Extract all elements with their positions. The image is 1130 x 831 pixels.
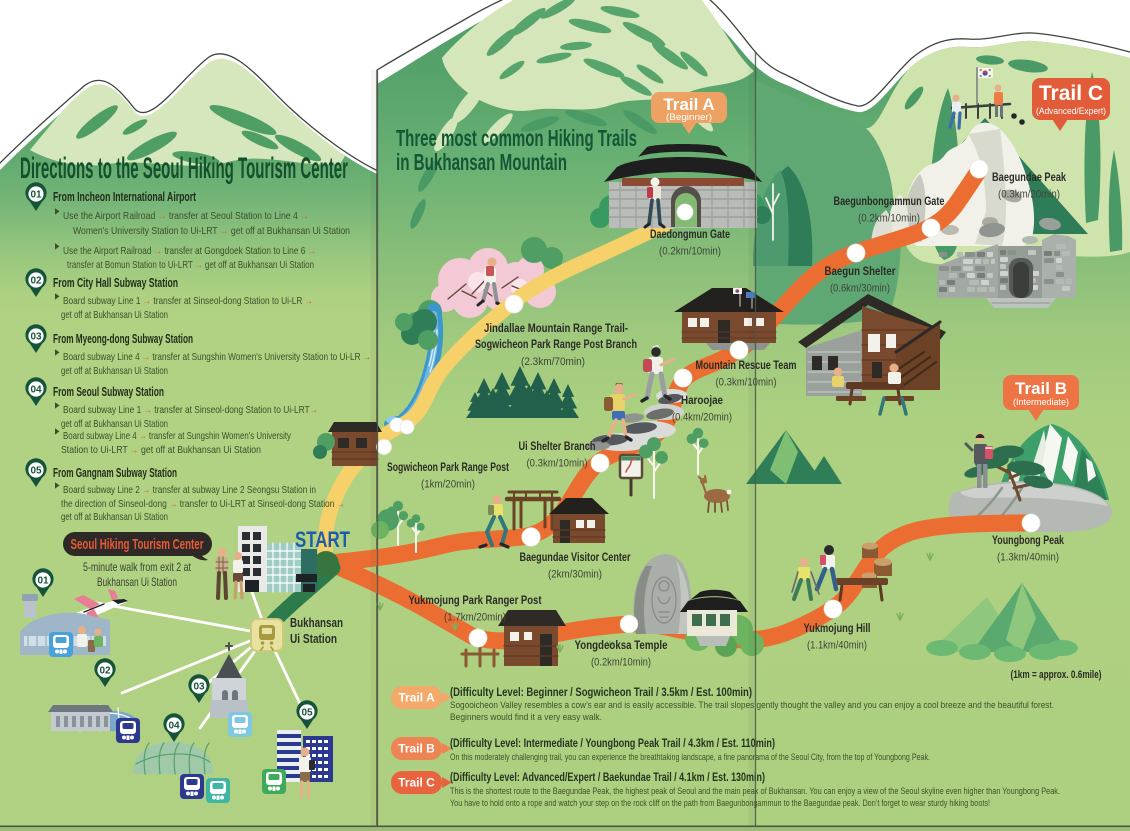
svg-text:in Bukhansan Mountain: in Bukhansan Mountain bbox=[396, 149, 567, 175]
svg-text:05: 05 bbox=[301, 708, 313, 719]
svg-text:(0.2km/10min): (0.2km/10min) bbox=[591, 657, 651, 669]
svg-text:From Seoul Subway Station: From Seoul Subway Station bbox=[53, 384, 164, 399]
svg-text:Bukhansan Ui Station: Bukhansan Ui Station bbox=[97, 575, 177, 589]
svg-text:01: 01 bbox=[37, 576, 49, 587]
svg-text:Haroojae: Haroojae bbox=[681, 393, 723, 407]
svg-text:(1km/20min): (1km/20min) bbox=[421, 479, 475, 491]
svg-text:transfer at Bomun Station to U: transfer at Bomun Station to Ui-LRT → ge… bbox=[67, 260, 314, 271]
svg-text:(0.3km/10min): (0.3km/10min) bbox=[716, 377, 777, 389]
svg-text:Baegunbongammun Gate: Baegunbongammun Gate bbox=[834, 194, 945, 208]
svg-text:(Intermediate): (Intermediate) bbox=[1013, 397, 1069, 407]
svg-text:Trail B: Trail B bbox=[398, 742, 435, 756]
svg-text:(2km/30min): (2km/30min) bbox=[548, 569, 602, 581]
svg-text:(Difficulty Level: Beginner /: (Difficulty Level: Beginner / Sogwicheon… bbox=[450, 685, 752, 699]
svg-text:Women's University Station to: Women's University Station to Ui-LRT → g… bbox=[73, 226, 350, 237]
svg-text:04: 04 bbox=[30, 385, 42, 396]
svg-text:Yukmojung Hill: Yukmojung Hill bbox=[804, 621, 871, 635]
svg-text:02: 02 bbox=[99, 666, 111, 677]
svg-text:(0.6km/30min): (0.6km/30min) bbox=[830, 283, 890, 295]
svg-text:(Beginner): (Beginner) bbox=[666, 112, 712, 122]
svg-text:5-minute walk from exit 2 at: 5-minute walk from exit 2 at bbox=[83, 560, 191, 574]
svg-text:From Myeong-dong Subway Statio: From Myeong-dong Subway Station bbox=[53, 331, 193, 346]
svg-text:Beginners would find it a very: Beginners would find it a very easy walk… bbox=[450, 712, 602, 723]
svg-text:(0.3km/20min): (0.3km/20min) bbox=[998, 189, 1060, 201]
svg-text:Trail B: Trail B bbox=[1015, 379, 1067, 398]
svg-text:Board subway Line 1 → transfer: Board subway Line 1 → transfer at Sinseo… bbox=[63, 296, 313, 307]
svg-text:From Gangnam Subway Station: From Gangnam Subway Station bbox=[53, 465, 177, 480]
svg-text:Use the Airport Railroad → tra: Use the Airport Railroad → transfer at G… bbox=[63, 246, 316, 257]
svg-text:Bukhansan: Bukhansan bbox=[290, 615, 343, 630]
svg-text:On this moderately challenging: On this moderately challenging trail, yo… bbox=[450, 752, 930, 763]
svg-text:05: 05 bbox=[30, 466, 42, 477]
svg-text:Sogwicheon Park Range Post Bra: Sogwicheon Park Range Post Branch bbox=[475, 339, 637, 351]
svg-text:Trail A: Trail A bbox=[663, 95, 714, 114]
svg-text:(Advanced/Expert): (Advanced/Expert) bbox=[1036, 106, 1106, 116]
svg-text:Board subway Line 2 → transfer: Board subway Line 2 → transfer at subway… bbox=[63, 485, 316, 496]
svg-text:Ui Station: Ui Station bbox=[290, 631, 337, 646]
svg-text:Mountain Rescue Team: Mountain Rescue Team bbox=[696, 358, 797, 372]
svg-text:Baegundae Visitor Center: Baegundae Visitor Center bbox=[520, 550, 631, 564]
svg-text:the direction of Sinseol-dong: the direction of Sinseol-dong → transfer… bbox=[61, 499, 345, 510]
svg-text:You have to hold onto a rope a: You have to hold onto a rope and watch y… bbox=[450, 798, 990, 809]
svg-text:(1km = approx. 0.6mile): (1km = approx. 0.6mile) bbox=[1011, 669, 1102, 681]
svg-text:01: 01 bbox=[30, 190, 42, 201]
svg-text:Sogooicheon Valley resembles a: Sogooicheon Valley resembles a cow’s ear… bbox=[450, 700, 1054, 711]
svg-text:Trail C: Trail C bbox=[1039, 82, 1103, 105]
svg-text:(1.7km/20min): (1.7km/20min) bbox=[444, 612, 506, 624]
svg-text:(0.2km/10min): (0.2km/10min) bbox=[659, 246, 721, 258]
svg-text:Ui Shelter Branch: Ui Shelter Branch bbox=[519, 439, 596, 453]
svg-text:(Difficulty Level: Advanced/Ex: (Difficulty Level: Advanced/Expert / Bae… bbox=[450, 770, 765, 784]
svg-text:03: 03 bbox=[30, 332, 42, 343]
svg-text:get off at Bukhansan Ui Statio: get off at Bukhansan Ui Station bbox=[61, 512, 168, 523]
svg-text:Daedongmun Gate: Daedongmun Gate bbox=[650, 227, 730, 241]
svg-text:(1.1km/40min): (1.1km/40min) bbox=[807, 640, 867, 652]
svg-text:START: START bbox=[295, 527, 350, 552]
svg-text:Sogwicheon Park Range Post: Sogwicheon Park Range Post bbox=[387, 460, 509, 474]
svg-text:(Difficulty Level: Intermediat: (Difficulty Level: Intermediate / Youngb… bbox=[450, 736, 775, 750]
svg-text:Baegundae Peak: Baegundae Peak bbox=[992, 170, 1066, 184]
svg-text:02: 02 bbox=[30, 276, 42, 287]
svg-text:04: 04 bbox=[168, 721, 180, 732]
svg-text:(0.4km/20min): (0.4km/20min) bbox=[672, 412, 732, 424]
svg-text:get off at Bukhansan Ui Statio: get off at Bukhansan Ui Station bbox=[61, 366, 168, 377]
svg-text:Station to Ui-LRT → get off at: Station to Ui-LRT → get off at Bukhansan… bbox=[61, 445, 261, 456]
svg-text:(2.3km/70min): (2.3km/70min) bbox=[521, 356, 585, 368]
svg-text:(0.2km/10min): (0.2km/10min) bbox=[858, 213, 920, 225]
svg-text:03: 03 bbox=[193, 682, 205, 693]
svg-text:Three most common Hiking Trail: Three most common Hiking Trails bbox=[396, 125, 637, 151]
svg-text:Yongdeoksa Temple: Yongdeoksa Temple bbox=[575, 638, 668, 652]
svg-text:Board subway Line 1 → transfe: Board subway Line 1 → transfer at Sinseo… bbox=[63, 405, 318, 416]
svg-text:Use the Airport Railroad → tr: Use the Airport Railroad → transfer at S… bbox=[63, 211, 309, 222]
svg-text:From Incheon International Air: From Incheon International Airport bbox=[53, 189, 196, 204]
svg-text:Trail A: Trail A bbox=[398, 691, 435, 705]
svg-text:Baegun Shelter: Baegun Shelter bbox=[825, 264, 896, 278]
svg-text:Board subway Line 4 → transfer: Board subway Line 4 → transfer at Sungsh… bbox=[63, 431, 292, 442]
svg-text:(1.3km/40min): (1.3km/40min) bbox=[997, 552, 1059, 564]
svg-text:Board subway Line 4 → transfer: Board subway Line 4 → transfer at Sungsh… bbox=[63, 352, 371, 363]
svg-text:get off at Bukhansan Ui Statio: get off at Bukhansan Ui Station bbox=[61, 419, 168, 430]
svg-text:get off at Bukhansan Ui Statio: get off at Bukhansan Ui Station bbox=[61, 310, 168, 321]
svg-text:Directions to the Seoul Hiking: Directions to the Seoul Hiking Tourism C… bbox=[20, 152, 348, 185]
svg-text:From City Hall Subway Station: From City Hall Subway Station bbox=[53, 275, 178, 290]
svg-text:Yukmojung Park Ranger Post: Yukmojung Park Ranger Post bbox=[409, 593, 542, 607]
svg-text:(0.3km/10min): (0.3km/10min) bbox=[527, 458, 588, 470]
svg-text:Youngbong Peak: Youngbong Peak bbox=[992, 533, 1064, 547]
svg-text:Seoul Hiking Tourism Center: Seoul Hiking Tourism Center bbox=[71, 536, 204, 553]
svg-text:Jindallae Mountain Range Trail: Jindallae Mountain Range Trail- bbox=[484, 323, 628, 335]
svg-text:Trail C: Trail C bbox=[398, 776, 435, 790]
